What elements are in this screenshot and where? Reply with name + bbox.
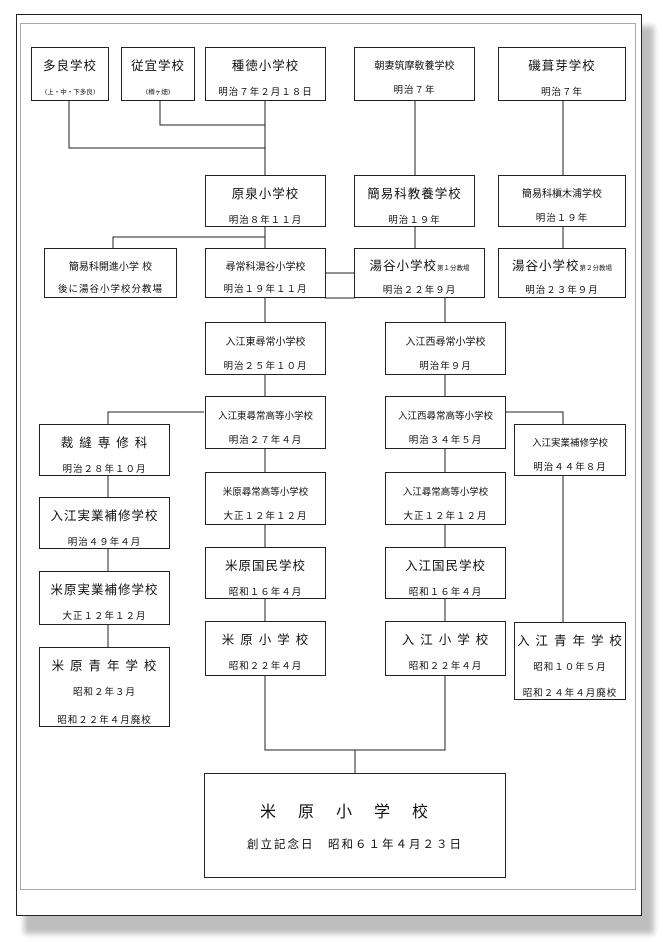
- school-name: 簡易科開進小学 校: [68, 262, 153, 273]
- school-yutani-2: 湯谷小学校第２分教場 明治２３年９月: [498, 248, 626, 298]
- school-kani-kinoura: 簡易科槇木浦学校 明治１９年: [498, 175, 626, 227]
- school-name: 入江実業補修学校: [50, 508, 159, 523]
- school-irie-nishi-koutou: 入江西尋常高等小学校 明治３４年５月: [385, 396, 506, 449]
- school-saihou: 裁 縫 専 修 科 明治２８年１０月: [39, 424, 170, 476]
- school-name: 入 江 小 学 校: [401, 632, 490, 647]
- school-date: 明治２５年１０月: [223, 361, 308, 372]
- school-name: 入江東尋常小学校: [225, 337, 306, 348]
- school-irie-higashi-koutou: 入江東尋常高等小学校 明治２７年４月: [205, 396, 326, 449]
- school-date: 昭和１６年４月: [408, 587, 483, 598]
- school-maibara-shou: 米 原 小 学 校 昭和２２年４月: [205, 621, 326, 676]
- school-haraizumi: 原泉小学校 明治８年１１月: [205, 175, 326, 227]
- school-date: 大正１２年１２月: [62, 611, 147, 622]
- school-kani-kyouyou: 簡易科教養学校 明治１９年: [354, 175, 475, 227]
- inner-frame: [20, 23, 636, 890]
- school-name: 米 原 青 年 学 校: [51, 658, 158, 673]
- school-tara: 多良学校 (上・中・下多良): [31, 47, 109, 101]
- school-name: 入江西尋常高等小学校: [397, 411, 493, 422]
- school-isoi: 磯葺芽学校 明治７年: [498, 47, 626, 101]
- school-date: 明治１９年: [388, 215, 441, 226]
- school-irie-kokumin: 入江国民学校 昭和１６年４月: [385, 547, 506, 599]
- school-note: 後に湯谷小学校分教場: [57, 284, 163, 295]
- school-name: 米 原 小 学 校: [221, 632, 310, 647]
- school-name: 入江実業補修学校: [531, 438, 608, 449]
- school-name: 磯葺芽学校: [528, 58, 596, 73]
- school-date: 明治２８年１０月: [62, 464, 147, 475]
- school-name: 簡易科槇木浦学校: [522, 189, 602, 200]
- school-name: 従宜学校: [130, 58, 185, 73]
- school-irie-shou: 入 江 小 学 校 昭和２２年４月: [385, 621, 506, 676]
- school-name: 米原実業補修学校: [50, 582, 159, 597]
- school-irie-nishi: 入江西尋常小学校 明治年９月: [385, 322, 506, 375]
- school-date: 昭和２２年４月: [228, 661, 303, 672]
- school-maibara-jitsugyou: 米原実業補修学校 大正１２年１２月: [39, 571, 170, 625]
- school-maibara-kokumin: 米原国民学校 昭和１６年４月: [205, 547, 326, 599]
- school-name: 米原尋常高等小学校: [222, 487, 309, 498]
- school-name: 尋常科湯谷小学校: [225, 262, 306, 273]
- school-date: 明治年９月: [419, 361, 472, 372]
- school-date: 明治１９年１１月: [223, 284, 308, 295]
- school-chouan: 朝妻筑摩敎養学校 明治７年: [354, 47, 475, 101]
- branch-label: 第１分教場: [437, 264, 470, 272]
- branch-label: 第２分教場: [579, 264, 613, 272]
- school-name: 入江東尋常高等小学校: [217, 411, 313, 422]
- school-irie-seinen: 入 江 青 年 学 校 昭和１０年５月 昭和２４年４月廃校: [514, 622, 626, 700]
- founding-anniversary: 創立記念日 昭和６１年４月２３日: [247, 837, 463, 851]
- school-jinjou-yutani: 尋常科湯谷小学校 明治１９年１１月: [205, 248, 326, 298]
- school-date: 明治８年１１月: [228, 215, 303, 226]
- school-note: (上・中・下多良): [44, 88, 96, 96]
- school-maibara-final: 米原小学校 創立記念日 昭和６１年４月２３日: [204, 773, 506, 878]
- school-name: 種徳小学校: [231, 58, 300, 73]
- school-jugi: 従宜学校 (樽ヶ畑): [121, 47, 195, 101]
- school-kani-kaishin: 簡易科開進小学 校 後に湯谷小学校分教場: [44, 248, 177, 298]
- school-maibara-seinen: 米 原 青 年 学 校 昭和２年３月 昭和２２年４月廃校: [39, 647, 170, 727]
- school-date: 大正１２年１２月: [223, 511, 308, 522]
- school-date: 明治７年: [540, 87, 583, 98]
- school-date: 昭和２２年４月: [408, 661, 483, 672]
- school-name: 簡易科教養学校: [367, 186, 462, 201]
- school-closed-date: 昭和２４年４月廃校: [522, 688, 618, 699]
- school-date: 昭和２年３月: [72, 687, 136, 698]
- school-date: 明治７年２月１８日: [218, 87, 313, 98]
- school-date: 明治４４年８月: [533, 462, 607, 473]
- school-name: 入江国民学校: [404, 558, 486, 573]
- school-name: 湯谷小学校第２分教場: [511, 258, 613, 273]
- school-name: 湯谷小学校第１分教場: [369, 258, 470, 273]
- school-name: 入江尋常高等小学校: [402, 487, 489, 498]
- school-closed-date: 昭和２２年４月廃校: [57, 715, 152, 726]
- school-name: 原泉小学校: [231, 186, 300, 201]
- school-date: 昭和１０年５月: [533, 662, 607, 673]
- school-maibara-koutou: 米原尋常高等小学校 大正１２年１２月: [205, 472, 326, 525]
- school-name: 裁 縫 専 修 科: [60, 435, 149, 450]
- school-date: 大正１２年１２月: [403, 511, 488, 522]
- school-note: (樽ヶ畑): [145, 88, 171, 96]
- school-irie-jitsugyou-a: 入江実業補修学校 明治４９年４月: [39, 497, 170, 549]
- school-irie-koutou: 入江尋常高等小学校 大正１２年１２月: [385, 472, 506, 525]
- school-date: 明治２７年４月: [228, 435, 303, 446]
- school-name: 入 江 青 年 学 校: [517, 633, 623, 648]
- school-name: 多良学校: [42, 58, 97, 73]
- school-yutani-1: 湯谷小学校第１分教場 明治２２年９月: [354, 248, 485, 298]
- school-date: 昭和１６年４月: [228, 587, 303, 598]
- school-irie-higashi: 入江東尋常小学校 明治２５年１０月: [205, 322, 326, 375]
- final-school-name: 米原小学校: [259, 802, 450, 821]
- school-shutoku: 種徳小学校 明治７年２月１８日: [205, 47, 326, 101]
- school-date: 明治７年: [393, 85, 436, 96]
- school-name: 米原国民学校: [224, 558, 306, 573]
- school-name: 朝妻筑摩敎養学校: [374, 61, 455, 72]
- school-irie-jitsugyou-b: 入江実業補修学校 明治４４年８月: [514, 424, 626, 476]
- school-date: 明治２３年９月: [525, 285, 599, 296]
- school-date: 明治２２年９月: [382, 285, 457, 296]
- school-name: 入江西尋常小学校: [405, 337, 486, 348]
- school-date: 明治１９年: [535, 213, 589, 224]
- school-date: 明治３４年５月: [408, 435, 483, 446]
- school-date: 明治４９年４月: [67, 537, 142, 548]
